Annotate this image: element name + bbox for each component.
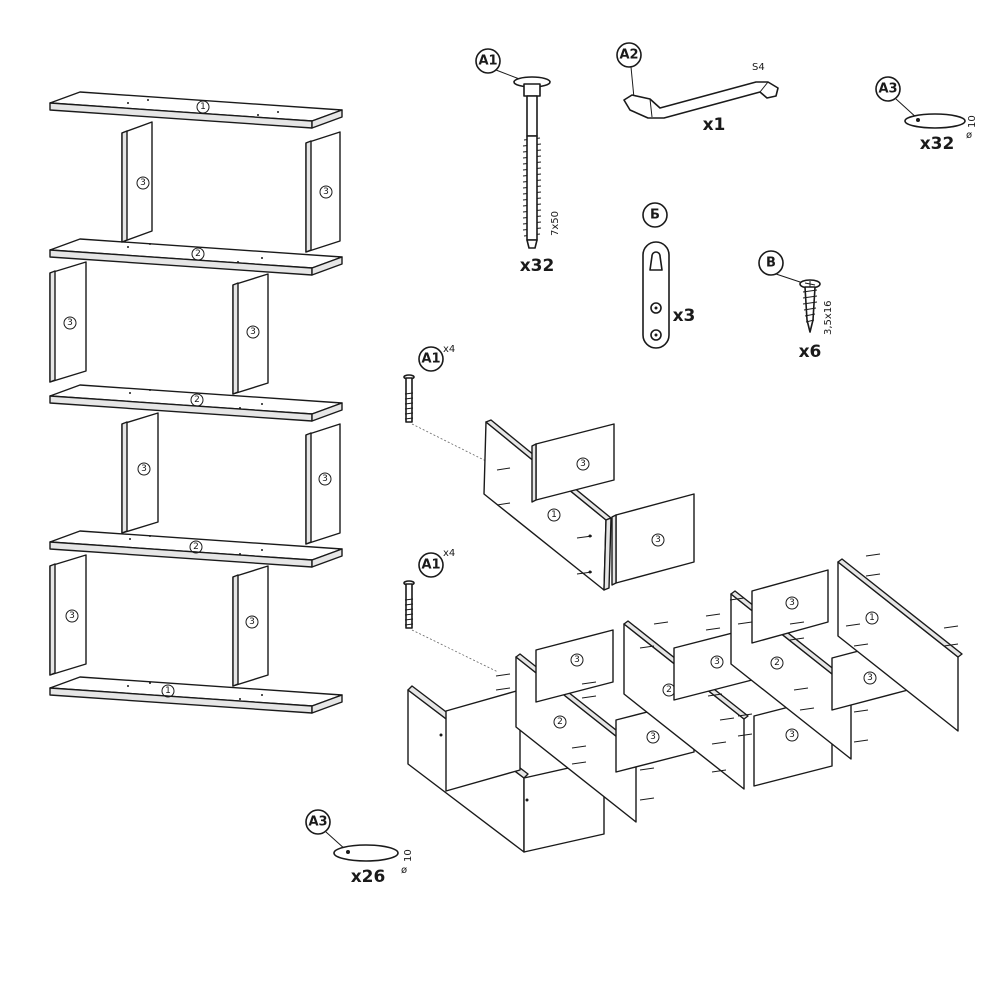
assembly-step-1: A1 x4 1 3 3: [403, 344, 695, 591]
panel-number: 1: [200, 102, 206, 112]
part-size: S4: [752, 62, 765, 73]
panel-number: 3: [69, 611, 75, 621]
step-fastener-multiplier: x4: [443, 548, 455, 559]
panel-number: 3: [250, 327, 256, 337]
part-quantity: x26: [351, 867, 386, 887]
panel-number: 3: [140, 178, 146, 188]
assembly-step-2: A1 x4 2 3 3 2 3 3: [403, 548, 963, 853]
panel-number: 3: [141, 464, 147, 474]
board-top: 1: [49, 91, 343, 129]
part-quantity: x32: [520, 256, 555, 276]
divider: 3: [232, 273, 269, 395]
divider: 3: [121, 412, 159, 534]
panel-number: 1: [869, 613, 875, 623]
panel-number: 3: [655, 535, 661, 545]
hardware-b-wall-hanger: Б x3: [642, 202, 696, 349]
part-quantity: x32: [920, 134, 955, 154]
panel-number: 3: [789, 598, 795, 608]
board-level-3: 2: [49, 384, 343, 422]
panel-number: 2: [194, 395, 200, 405]
diameter-icon: ø: [401, 865, 407, 876]
hardware-a2-hex-key: A2 S4 x1: [616, 42, 779, 135]
panel-number: 3: [323, 187, 329, 197]
panel-number: 3: [714, 657, 720, 667]
step-fastener-label: A1: [421, 558, 440, 573]
part-quantity: x6: [799, 342, 822, 362]
panel-number: 3: [67, 318, 73, 328]
panel-number: 2: [557, 717, 563, 727]
hardware-v-wood-screw: В 3,5x16 x6: [758, 250, 834, 362]
divider: 3: [305, 131, 341, 253]
part-label: A1: [478, 54, 497, 69]
panel-number: 3: [322, 474, 328, 484]
board-level-4: 2: [49, 530, 343, 568]
divider: 3: [305, 423, 341, 545]
panel-number: 3: [580, 459, 586, 469]
board-bottom: 1: [49, 676, 343, 714]
panel-number: 2: [666, 685, 672, 695]
divider: 3: [121, 121, 153, 243]
panel-number: 3: [789, 730, 795, 740]
hardware-a3-cover-cap-bottom: A3 10 ø x26: [305, 809, 414, 887]
part-label: A2: [619, 48, 638, 63]
part-label: A3: [878, 82, 897, 97]
panel-number: 3: [249, 617, 255, 627]
divider: 3: [49, 554, 87, 676]
part-size: 10: [403, 849, 414, 862]
assembled-shelf-unit: 1 2 2 2: [49, 91, 343, 714]
hardware-a1-confirmat-screw: A1 7x50 x32: [475, 48, 561, 276]
board-level-2: 2: [49, 238, 343, 276]
panel-number: 2: [774, 658, 780, 668]
part-label: Б: [650, 208, 660, 223]
part-label: В: [766, 256, 776, 271]
divider: 3: [49, 261, 87, 383]
panel-number: 3: [574, 655, 580, 665]
panel-number: 2: [193, 542, 199, 552]
hardware-a3-cover-cap: A3 10 ø x32: [875, 76, 978, 154]
panel-number: 3: [650, 732, 656, 742]
divider: 3: [232, 565, 269, 687]
part-size: 10: [967, 115, 978, 128]
panel-number: 3: [867, 673, 873, 683]
diameter-icon: ø: [966, 130, 972, 141]
part-quantity: x3: [673, 306, 696, 326]
step-fastener-multiplier: x4: [443, 344, 455, 355]
part-size: 7x50: [550, 211, 561, 236]
panel-number: 1: [165, 686, 171, 696]
part-label: A3: [308, 815, 327, 830]
part-quantity: x1: [703, 115, 726, 135]
panel-number: 2: [195, 249, 201, 259]
panel-number: 1: [551, 510, 557, 520]
step-fastener-label: A1: [421, 352, 440, 367]
part-size: 3,5x16: [823, 300, 834, 335]
